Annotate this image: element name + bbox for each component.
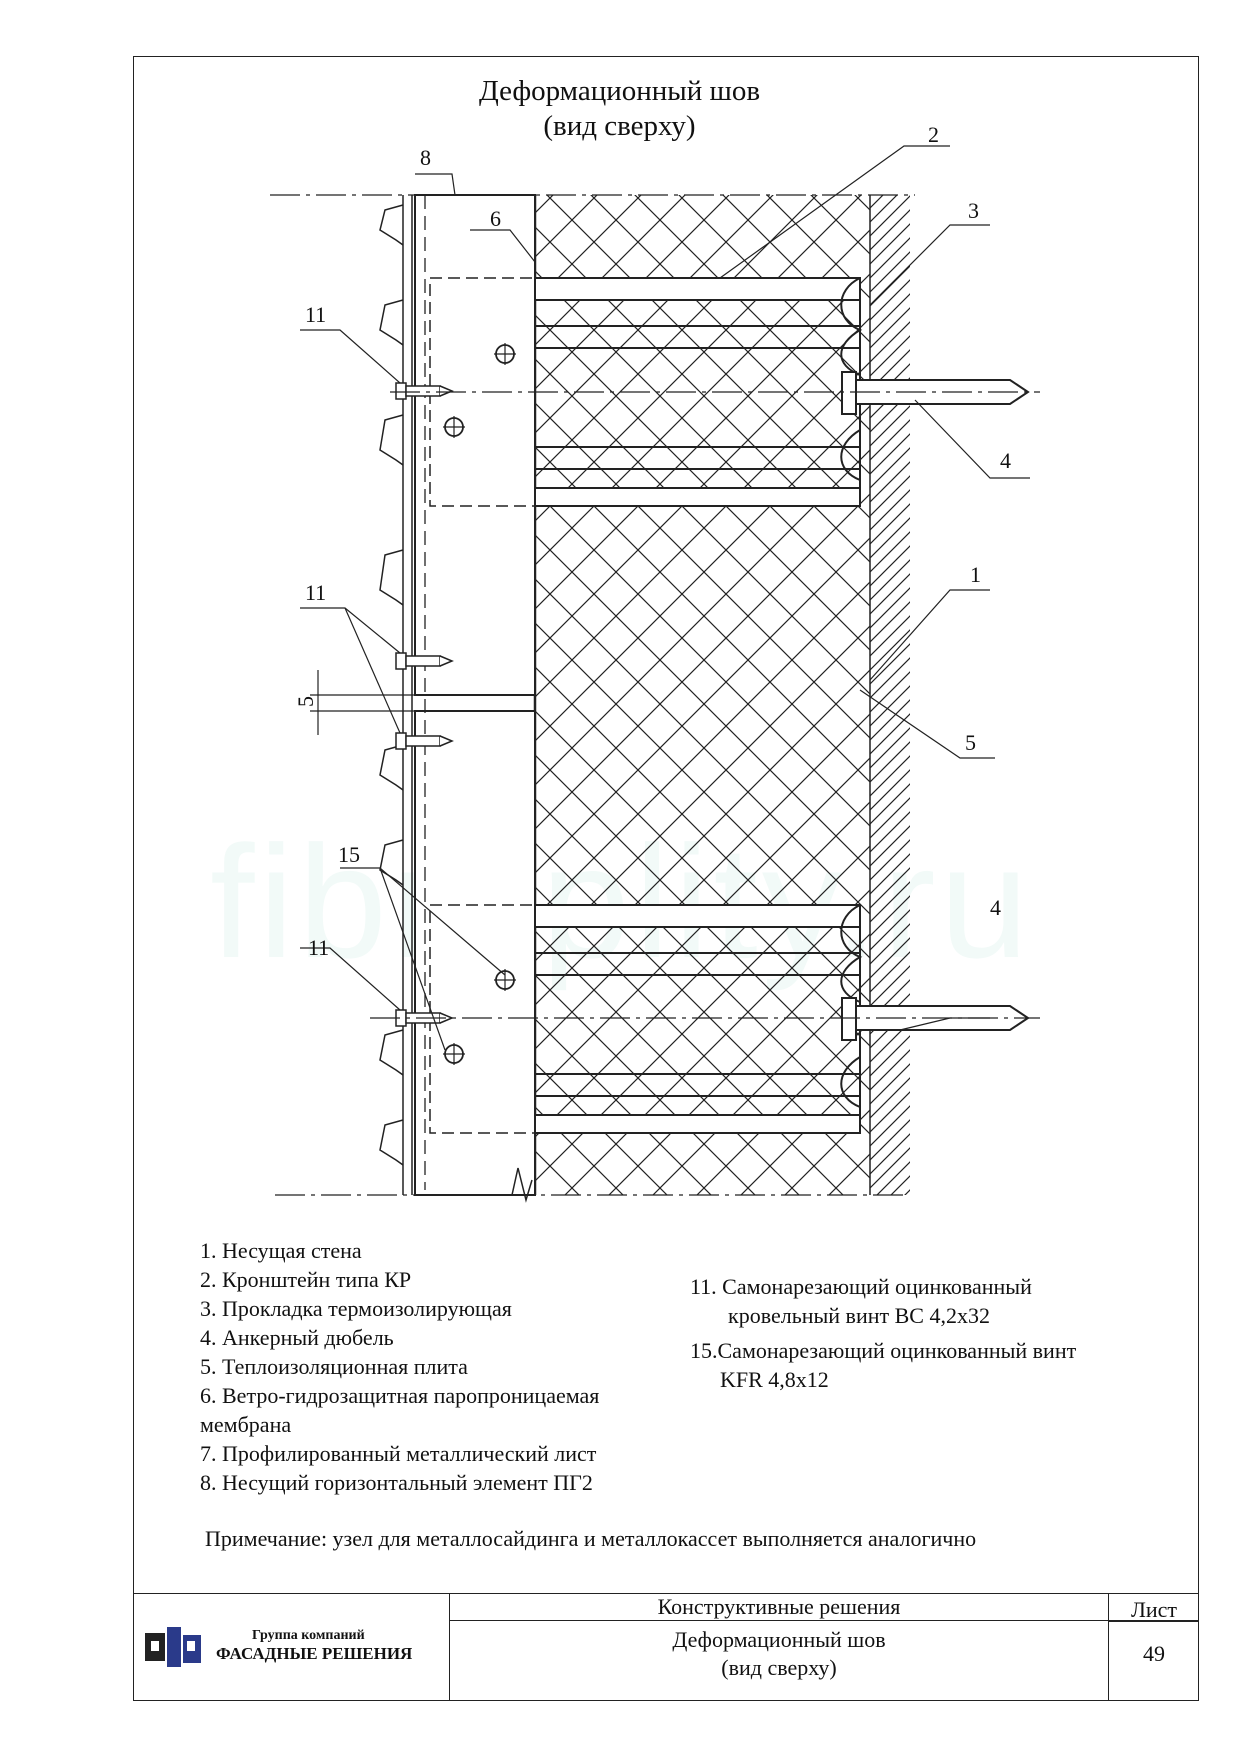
legend-item-11-cont: кровельный винт ВС 4,2х32: [728, 1303, 990, 1328]
company-logo-icon: [145, 1627, 201, 1667]
legend-item-3: 3. Прокладка термоизолирующая: [200, 1296, 512, 1321]
drawing-name-line-1: Деформационный шов: [672, 1627, 886, 1652]
legend-left: 1. Несущая стена 2. Кронштейн типа КР 3.…: [200, 1236, 599, 1497]
bearing-wall: [870, 195, 910, 1195]
callout-2: 2: [928, 122, 939, 147]
legend-item-4: 4. Анкерный дюбель: [200, 1325, 394, 1350]
drawing-name: Деформационный шов (вид сверху): [449, 1626, 1109, 1682]
bracket-top: [534, 277, 861, 507]
legend-item-15-cont: KFR 4,8х12: [720, 1367, 829, 1392]
title-block: [133, 1593, 1199, 1701]
callout-11-top: 11: [305, 302, 326, 327]
section-title: Конструктивные решения: [657, 1594, 901, 1619]
callout-6: 6: [490, 206, 501, 231]
company-name: Группа компаний ФАСАДНЫЕ РЕШЕНИЯ: [216, 1628, 412, 1664]
callout-8: 8: [420, 145, 431, 170]
sheet-label: Лист: [1130, 1597, 1178, 1622]
screw-11-b: [395, 652, 454, 670]
legend-item-6: 6. Ветро-гидрозащитная паропроницаемая: [200, 1383, 600, 1408]
gap-dimension-label: 5: [293, 696, 318, 707]
title-line-1: Деформационный шов: [478, 75, 761, 107]
callout-5: 5: [965, 730, 976, 755]
callout-3: 3: [968, 198, 979, 223]
sheet-number: 49: [1143, 1641, 1165, 1666]
callout-1: 1: [970, 562, 981, 587]
callout-4-top: 4: [1000, 448, 1011, 473]
legend-item-7: 7. Профилированный металлический лист: [200, 1441, 597, 1466]
callout-4-bottom: 4: [990, 895, 1001, 920]
callout-15: 15: [338, 842, 360, 867]
title-line-2: (вид сверху): [543, 110, 696, 142]
screw-11-c: [395, 732, 454, 750]
legend-item-15: 15.Самонарезающий оцинкованный винт: [690, 1338, 1077, 1363]
drawing-title: Деформационный шов (вид сверху): [0, 74, 1239, 144]
legend-item-2: 2. Кронштейн типа КР: [200, 1267, 412, 1292]
callout-11-bottom: 11: [308, 935, 329, 960]
company-line-2: ФАСАДНЫЕ РЕШЕНИЯ: [216, 1644, 413, 1663]
company-line-1: Группа компаний: [252, 1628, 365, 1643]
thermal-pad-top: [840, 277, 863, 481]
callout-11-middle: 11: [305, 580, 326, 605]
legend-right: 11. Самонарезающий оцинкованный кровельн…: [690, 1272, 1076, 1394]
note: Примечание: узел для металлосайдинга и м…: [205, 1526, 977, 1551]
legend-item-11: 11. Самонарезающий оцинкованный: [690, 1274, 1032, 1299]
drawing-name-line-2: (вид сверху): [721, 1655, 837, 1680]
legend-item-8: 8. Несущий горизонтальный элемент ПГ2: [200, 1470, 593, 1495]
bearing-element-top: [414, 194, 536, 696]
thermal-pad-bottom: [840, 904, 863, 1108]
legend-item-6-cont: мембрана: [200, 1412, 292, 1437]
bracket-bottom: [534, 904, 861, 1134]
screw-11-a: [395, 382, 454, 400]
legend-item-1: 1. Несущая стена: [200, 1238, 362, 1263]
bearing-element-bottom: [414, 710, 536, 1196]
legend-item-5: 5. Теплоизоляционная плита: [200, 1354, 468, 1379]
insulation-board: [535, 195, 870, 1195]
anchor-dowel-bottom: [841, 997, 1030, 1041]
